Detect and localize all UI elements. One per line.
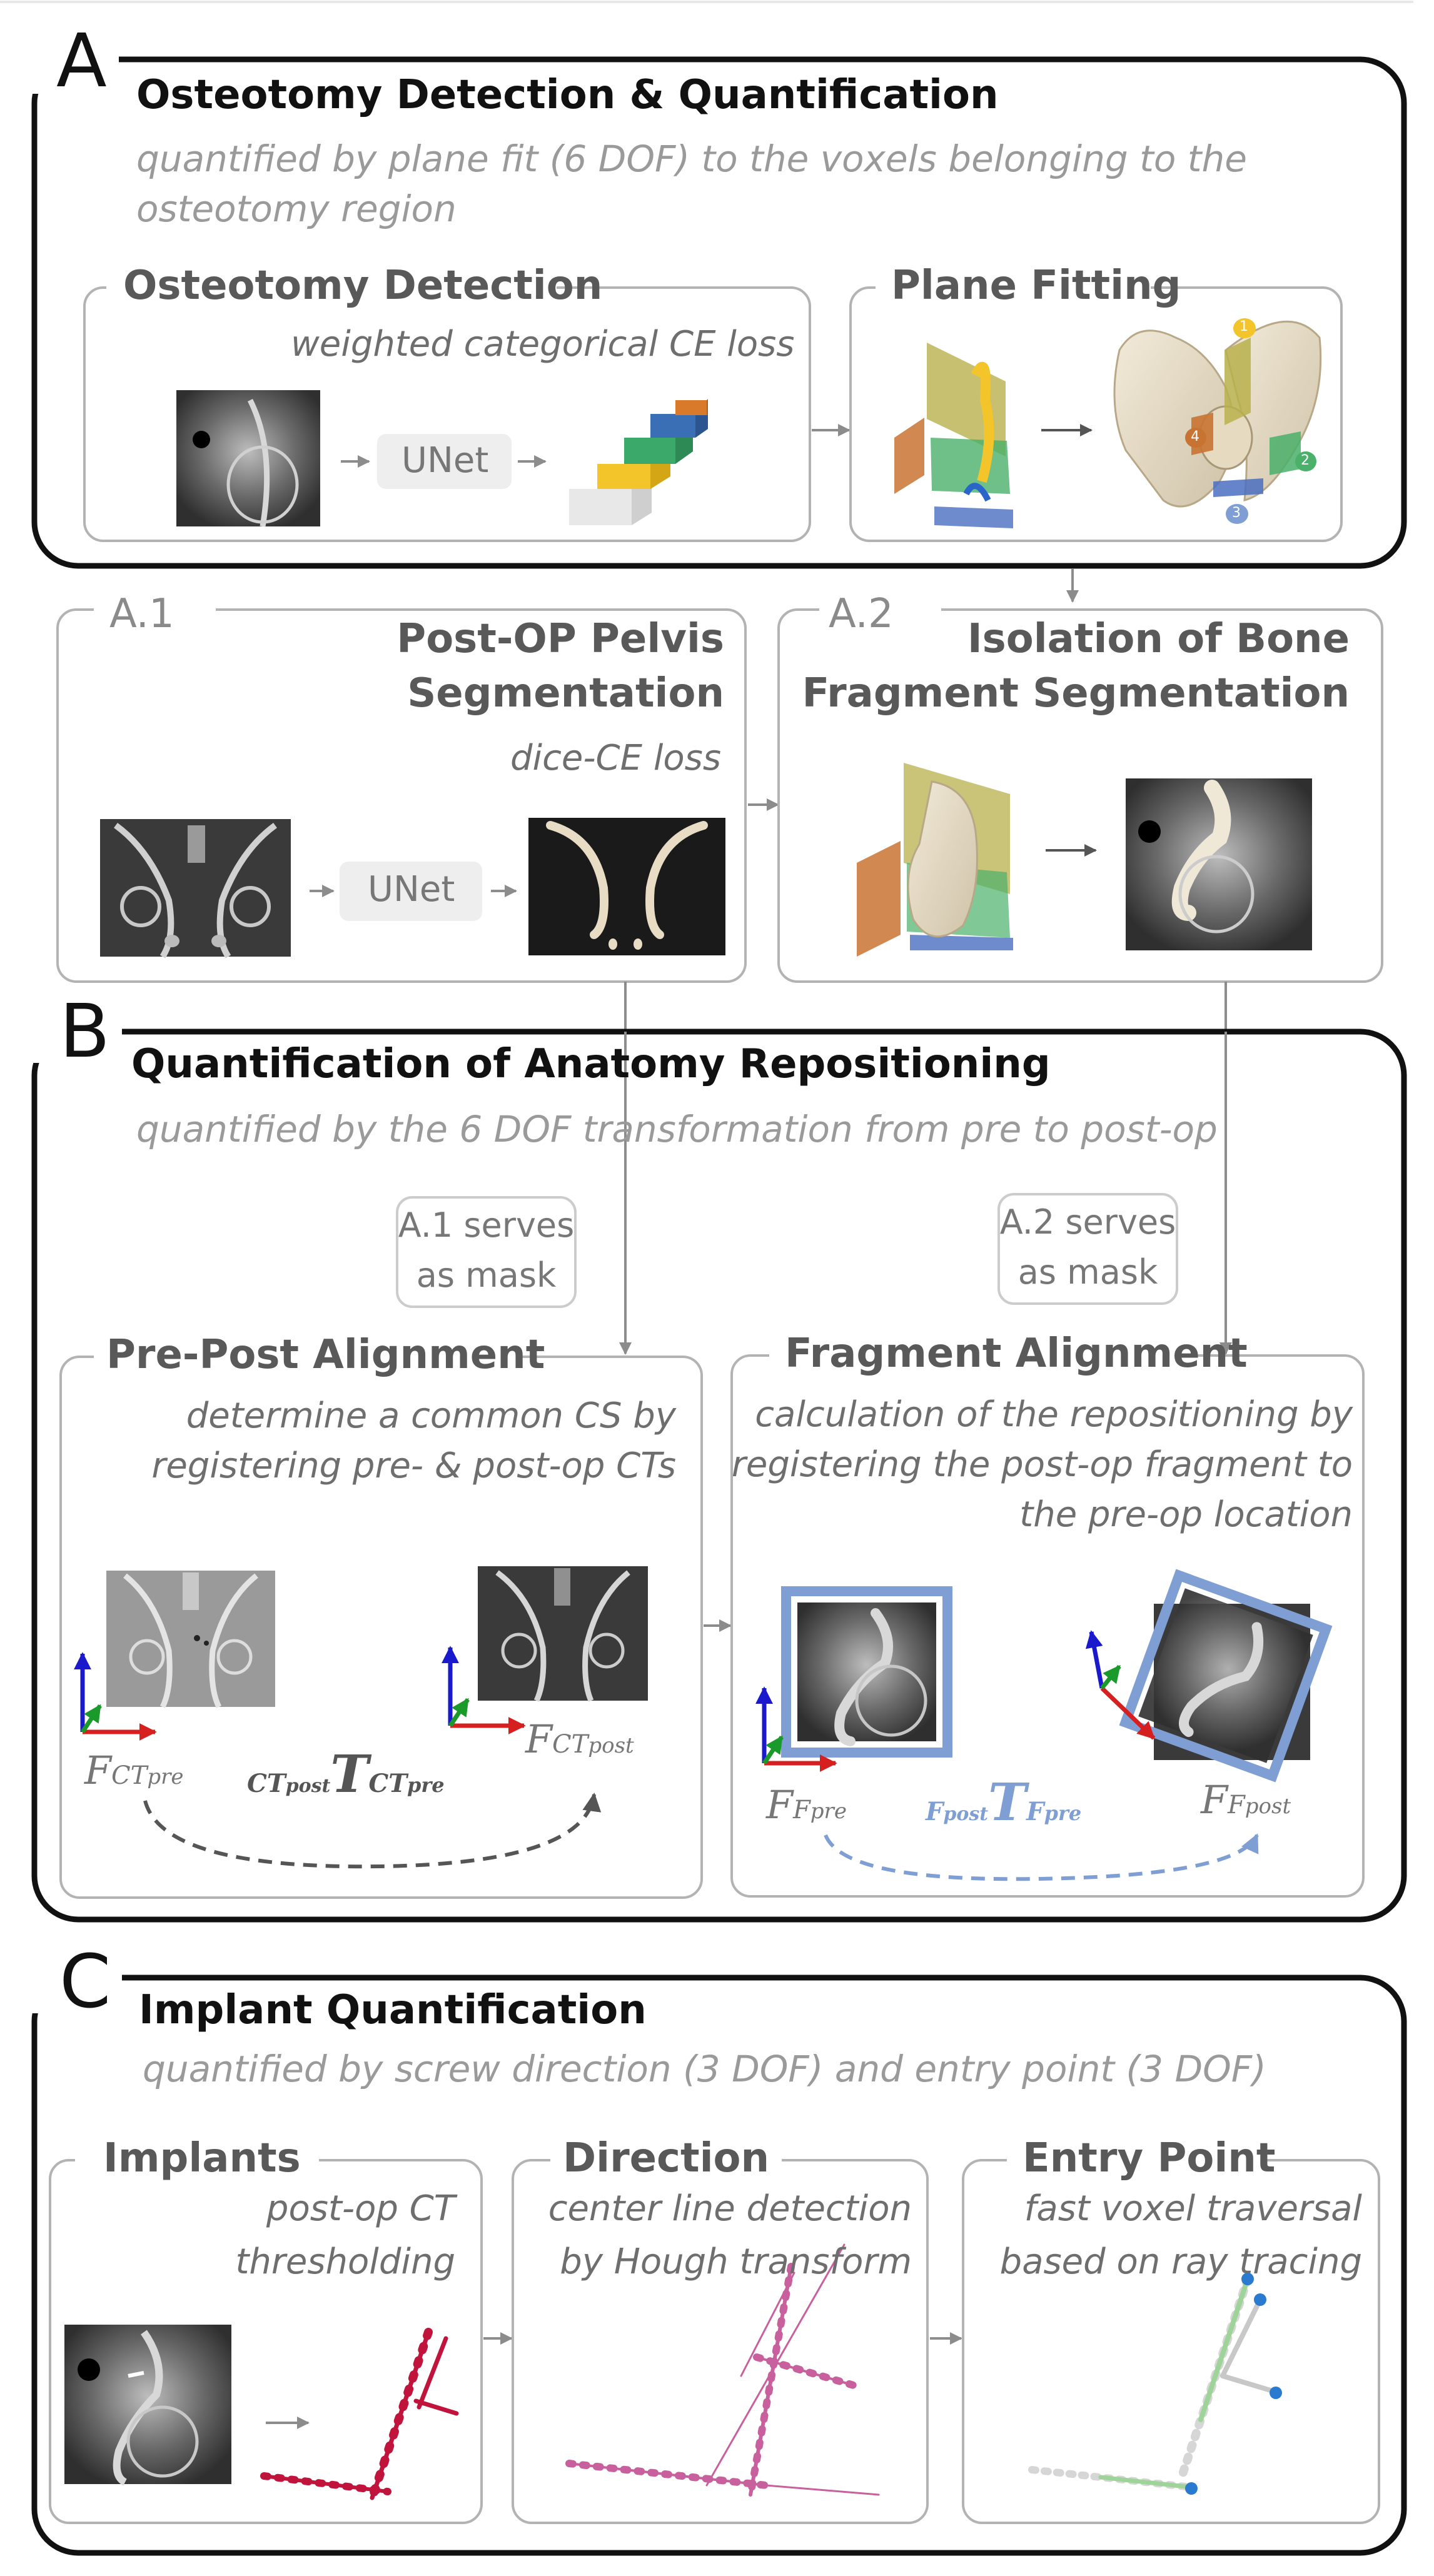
section-c-frame bbox=[31, 1975, 1407, 2556]
section-a-letter: A bbox=[56, 18, 107, 104]
fragment-transform-arrow bbox=[824, 1833, 1259, 1881]
plane-marker-2: 2 bbox=[1301, 453, 1310, 468]
frame-f-post-label: FFpost bbox=[1201, 1777, 1291, 1823]
section-a1-title-line1: Post-OP Pelvis bbox=[396, 616, 724, 662]
section-c-subtitle: quantified by screw direction (3 DOF) an… bbox=[143, 2048, 1266, 2090]
fragment-ct-thumbnail bbox=[1126, 778, 1312, 950]
fragment-pre-image bbox=[781, 1586, 952, 1758]
fragment-subtitle-line3: the pre-op location bbox=[1019, 1494, 1353, 1535]
mask-a2-pill bbox=[997, 1193, 1178, 1305]
section-c-title: Implant Quantification bbox=[139, 1987, 647, 2033]
section-c-letter: C bbox=[59, 1938, 111, 2025]
section-b-frame bbox=[31, 1029, 1407, 1923]
entry-point-subtitle-line2: based on ray tracing bbox=[999, 2241, 1362, 2282]
osteotomy-detection-subtitle: weighted categorical CE loss bbox=[291, 324, 795, 365]
frame-ct-pre-label: FCTpre bbox=[84, 1748, 184, 1793]
section-a-subtitle-line1: quantified by plane fit (6 DOF) to the v… bbox=[136, 138, 1247, 180]
section-a2-box bbox=[777, 608, 1383, 983]
fragment-isolation-icon bbox=[857, 763, 1013, 957]
pre-post-alignment-title: Pre-Post Alignment bbox=[106, 1332, 545, 1378]
coronal-ct-thumbnail bbox=[100, 819, 291, 958]
pre-post-subtitle-line2: registering pre- & post-op CTs bbox=[151, 1446, 676, 1486]
frame-ct-post-label: FCTpost bbox=[525, 1716, 634, 1762]
mask-a1-line1: A.1 serves bbox=[398, 1205, 575, 1245]
unet-label-a1: UNet bbox=[368, 869, 455, 910]
entry-point-title: Entry Point bbox=[1022, 2135, 1276, 2181]
mask-a2-line2: as mask bbox=[1017, 1252, 1158, 1292]
implants-subtitle-line2: thresholding bbox=[235, 2241, 455, 2282]
frame-f-pre-label: FFpre bbox=[766, 1782, 847, 1828]
section-a-frame bbox=[31, 56, 1407, 569]
implants-screws bbox=[260, 2328, 459, 2502]
direction-title: Direction bbox=[563, 2135, 770, 2181]
fragment-alignment-title: Fragment Alignment bbox=[785, 1331, 1248, 1377]
segmentation-cube-icon bbox=[569, 399, 708, 525]
direction-subtitle-line2: by Hough transform bbox=[560, 2241, 912, 2282]
section-a1-label: A.1 bbox=[109, 591, 174, 637]
fragment-pre-frame-axes bbox=[755, 1686, 837, 1772]
unet-pill-a1 bbox=[340, 862, 482, 921]
direction-screws bbox=[565, 2243, 880, 2498]
ct-transform-arrow bbox=[143, 1793, 602, 1869]
fragment-subtitle-line1: calculation of the repositioning by bbox=[755, 1394, 1353, 1435]
osteotomy-detection-title: Osteotomy Detection bbox=[123, 263, 603, 309]
implants-ct-thumbnail bbox=[64, 2325, 231, 2486]
mask-a2-label: A.2 serves as mask bbox=[999, 1197, 1177, 1297]
pelvis-bone-icon bbox=[1113, 318, 1322, 524]
implants-title: Implants bbox=[103, 2135, 301, 2181]
plane-fit-planes-icon bbox=[894, 343, 1013, 528]
section-b-letter: B bbox=[59, 988, 110, 1074]
osteotomy-ct-thumbnail bbox=[176, 390, 320, 526]
entry-point-screws bbox=[1028, 2273, 1282, 2495]
unet-pill-a bbox=[377, 434, 512, 489]
section-a2-title-line1: Isolation of Bone bbox=[967, 616, 1350, 662]
section-b-title: Quantification of Anatomy Repositioning bbox=[131, 1041, 1051, 1087]
plane-marker-3: 3 bbox=[1232, 505, 1241, 521]
ct-post-frame-axes bbox=[442, 1646, 526, 1734]
unet-label-a: UNet bbox=[401, 440, 489, 481]
pelvis-mask-thumbnail bbox=[528, 818, 725, 955]
mask-a1-label: A.1 serves as mask bbox=[397, 1200, 575, 1301]
fragment-post-frame-axes bbox=[1085, 1630, 1156, 1740]
section-a2-label: A.2 bbox=[829, 591, 894, 637]
mask-a1-pill bbox=[396, 1196, 577, 1308]
mask-a1-line2: as mask bbox=[416, 1255, 557, 1295]
ct-pre-frame-axes bbox=[74, 1652, 157, 1741]
ct-pre-thumbnail bbox=[106, 1571, 275, 1709]
section-a1-box bbox=[56, 608, 747, 983]
plane-marker-4: 4 bbox=[1191, 429, 1199, 445]
direction-subtitle-line1: center line detection bbox=[548, 2188, 912, 2229]
section-a-title: Osteotomy Detection & Quantification bbox=[136, 72, 999, 118]
plane-marker-1: 1 bbox=[1240, 319, 1248, 335]
entry-point-subtitle-line1: fast voxel traversal bbox=[1024, 2188, 1362, 2229]
pre-post-subtitle-line1: determine a common CS by bbox=[186, 1396, 676, 1436]
section-a1-subtitle: dice-CE loss bbox=[510, 738, 721, 778]
ct-post-thumbnail bbox=[478, 1566, 648, 1702]
ct-transform-label: CTpostTCTpre bbox=[247, 1744, 445, 1804]
section-a-subtitle-line2: osteotomy region bbox=[136, 188, 457, 230]
fragment-post-image bbox=[1119, 1569, 1333, 1783]
implants-subtitle-line1: post-op CT bbox=[266, 2188, 455, 2229]
section-a2-title-line2: Fragment Segmentation bbox=[802, 670, 1350, 717]
fragment-transform-label: FpostTFpre bbox=[926, 1773, 1082, 1833]
fragment-subtitle-line2: registering the post-op fragment to bbox=[731, 1444, 1353, 1485]
mask-a2-line1: A.2 serves bbox=[999, 1202, 1176, 1242]
plane-fitting-title: Plane Fitting bbox=[891, 263, 1181, 309]
section-a1-title-line2: Segmentation bbox=[407, 670, 724, 717]
section-b-subtitle: quantified by the 6 DOF transformation f… bbox=[136, 1108, 1218, 1150]
